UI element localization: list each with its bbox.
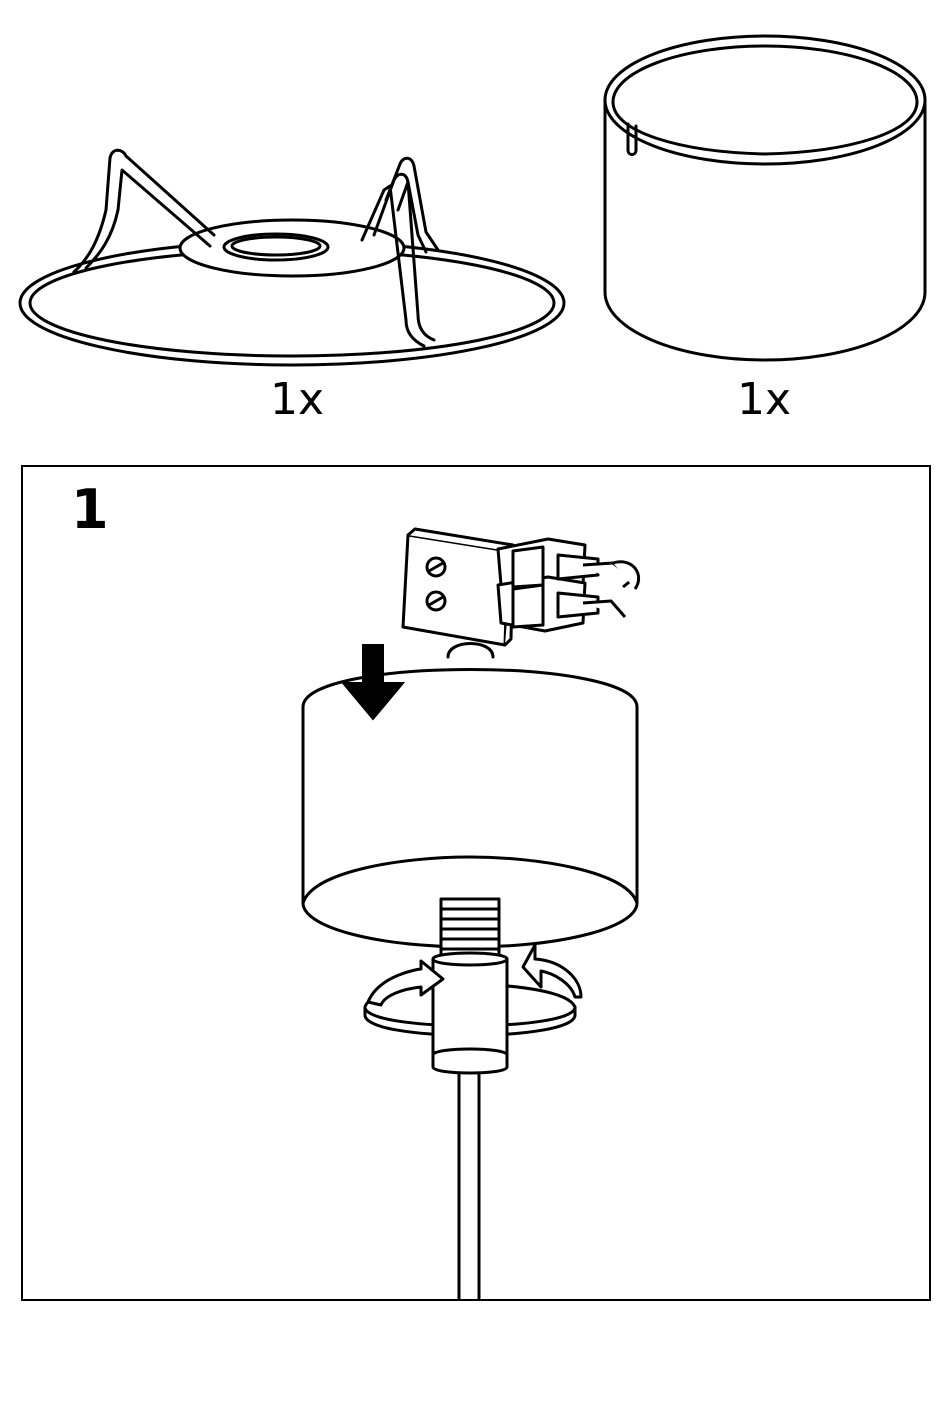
step-frame: 1	[21, 465, 931, 1301]
step-illustration	[23, 467, 929, 1299]
cord-icon	[459, 1067, 479, 1299]
shade-cylinder-icon	[600, 22, 930, 367]
terminal-block-icon	[403, 529, 639, 645]
part-shade-cylinder	[600, 22, 930, 367]
shade-frame-icon	[14, 140, 574, 380]
part-shade-frame-quantity: 1x	[270, 378, 324, 422]
part-shade-cylinder-quantity: 1x	[737, 378, 791, 422]
part-shade-frame	[14, 140, 574, 380]
threaded-rod	[441, 899, 499, 959]
down-arrow-icon	[343, 645, 403, 719]
sleeve-nut	[433, 953, 507, 1073]
